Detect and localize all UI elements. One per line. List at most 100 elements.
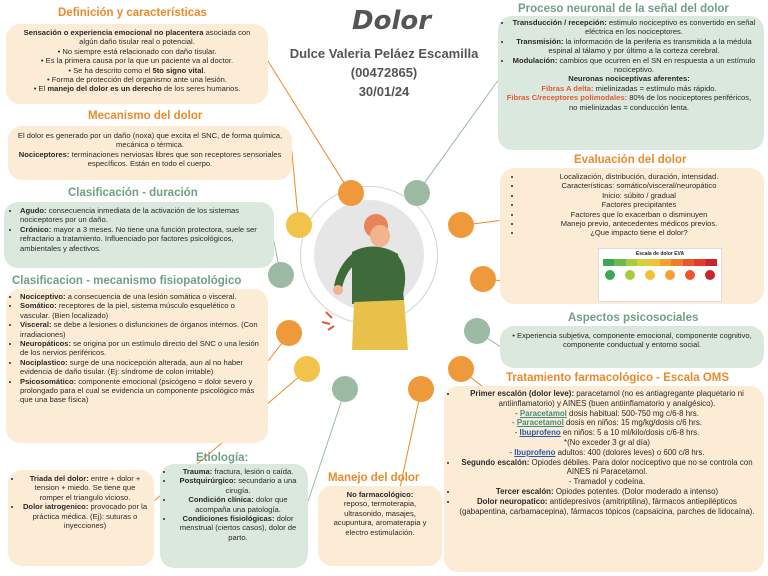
eva-scale-segment <box>682 259 695 266</box>
author-id: (00472865) <box>350 65 418 80</box>
fibras-c: Fibras C/receptores polimodales: 80% de … <box>506 93 752 112</box>
connector-line <box>307 389 346 501</box>
node-dot-orange <box>448 356 474 382</box>
fisiopato-title: Clasificacion - mecanismo fisiopatológic… <box>12 275 242 287</box>
etiologia-item: Condición clínica: dolor que acompaña un… <box>174 495 302 514</box>
node-dot-yellow <box>286 212 312 238</box>
page-title: Dolor <box>352 6 432 36</box>
pain-face-icon <box>625 270 635 280</box>
duracion-title: Clasificación - duración <box>68 187 198 199</box>
eva-scale-segment <box>671 259 683 266</box>
definicion-item: • No siempre está relacionado con daño t… <box>57 46 217 56</box>
evaluacion-item: Inicio: súbito / gradual <box>522 191 756 200</box>
manejo-label: No farmacológico: <box>346 490 414 499</box>
eva-scale-segment <box>625 259 638 266</box>
definicion-title: Definición y características <box>58 7 207 19</box>
fisiopato-item: Visceral: se debe a lesiones o disfuncio… <box>20 320 262 339</box>
nota-dosis: *(No exceder 3 gr al día) <box>564 437 650 447</box>
eva-scale-segment <box>614 259 626 266</box>
node-dot-orange <box>408 376 434 402</box>
evaluacion-item: Manejo previo, antecedentes médicos prev… <box>522 219 756 228</box>
evaluacion-item: Factores precipitantes <box>522 200 756 209</box>
psico-title: Aspectos psicosociales <box>568 312 699 324</box>
nociceptores-text: Nociceptores: terminaciones nerviosas li… <box>18 149 282 169</box>
escalon-1: Primer escalón (dolor leve): paracetamol… <box>458 389 756 458</box>
fisiopato-item: Neuropáticos: se origina por un estímulo… <box>20 339 262 358</box>
dosis-ibuprofeno-adultos: - Ibuprofeno adultos: 400 (dolores leves… <box>509 447 705 457</box>
pain-face-icon <box>645 270 655 280</box>
fisiopato-box: Nociceptivo: a consecuencia de una lesió… <box>6 289 268 443</box>
etiologia-item: Trauma: fractura, lesión o caída. <box>174 467 302 476</box>
fisiopato-item: Nociceptivo: a consecuencia de una lesió… <box>20 292 262 301</box>
etiologia-item: Condiciones fisiológicas: dolor menstrua… <box>174 514 302 542</box>
mecanismo-box: El dolor es generado por un daño (noxa) … <box>8 126 292 180</box>
node-dot-orange <box>470 266 496 292</box>
triada-box: Triada del dolor: entre + dolor + tensio… <box>8 470 154 566</box>
eva-color-bar <box>603 259 718 266</box>
node-dot-green <box>464 318 490 344</box>
duracion-item: Crónico: mayor a 3 meses. No tiene una f… <box>20 225 266 253</box>
node-dot-orange <box>338 180 364 206</box>
definicion-item: • Es la primera causa por la que un paci… <box>40 56 234 66</box>
author-name: Dulce Valeria Peláez Escamilla <box>289 46 479 61</box>
eva-scale: Escala de dolor EVA <box>598 248 722 302</box>
definicion-box: Sensación o experiencia emocional no pla… <box>6 24 268 104</box>
etiologia-item: Postquirúrgico: secundario a una cirugía… <box>174 476 302 495</box>
eva-faces <box>605 270 715 280</box>
proceso-item: Modulación: cambios que ocurren en el SN… <box>512 56 756 75</box>
mecanismo-text: El dolor es generado por un daño (noxa) … <box>17 131 283 150</box>
tratamiento-title: Tratamiento farmacológico - Escala OMS <box>506 372 730 384</box>
definicion-item: • Forma de protección del organismo ante… <box>47 75 227 85</box>
psico-box: • Experiencia subjetiva, componente emoc… <box>500 326 764 368</box>
mecanismo-title: Mecanismo del dolor <box>88 110 203 122</box>
duracion-item: Agudo: consecuencia inmediata de la acti… <box>20 206 266 225</box>
proceso-item: Transmisión: la información de la perife… <box>512 37 756 56</box>
evaluacion-title: Evaluación del dolor <box>574 154 687 166</box>
node-dot-yellow <box>294 356 320 382</box>
evaluacion-box: Localización, distribución, duración, in… <box>500 168 764 304</box>
eva-scale-segment <box>637 259 649 266</box>
etiologia-title: Etiología: <box>196 452 249 464</box>
dosis-paracetamol: - Paracetamol dosis habitual: 500-750 mg… <box>515 408 699 418</box>
node-dot-green <box>268 262 294 288</box>
eva-scale-segment <box>603 259 615 266</box>
definicion-item: • Se ha descrito como el 5to signo vital… <box>68 65 206 75</box>
pain-face-icon <box>705 270 715 280</box>
node-dot-orange <box>276 320 302 346</box>
manejo-title: Manejo del dolor <box>328 472 420 484</box>
node-dot-green <box>404 180 430 206</box>
evaluacion-item: Factores que lo exacerban o disminuyen <box>522 210 756 219</box>
manejo-box: No farmacológico: reposo, termoterapia, … <box>318 486 442 566</box>
eva-scale-segment <box>660 259 672 266</box>
node-dot-green <box>332 376 358 402</box>
person-in-pain-illustration <box>321 214 408 350</box>
node-dot-orange <box>448 212 474 238</box>
fibras-a: Fibras A delta: mielinizadas = estímulo … <box>541 83 717 93</box>
fisiopato-item: Nociplastico: surge de una nocicepción a… <box>20 358 262 377</box>
manejo-text: reposo, termoterapia, ultrasonido, masaj… <box>333 499 427 537</box>
pain-face-icon <box>665 270 675 280</box>
proceso-box: Transducción / recepción: estimulo nocic… <box>498 16 764 150</box>
pain-face-icon <box>685 270 695 280</box>
proceso-subtitle: Neuronas nociceptivas aferentes: <box>568 74 690 84</box>
evaluacion-item: Localización, distribución, duración, in… <box>522 172 756 181</box>
eva-scale-segment <box>705 259 718 266</box>
eva-scale-segment <box>694 259 706 266</box>
escalon-2: Segundo escalón: Opiodes débiles. Para d… <box>458 458 756 487</box>
triada-item: Dolor iatrogenico: provocado por la prác… <box>22 502 148 530</box>
evaluacion-item: Características: somático/visceral/neuro… <box>522 181 756 190</box>
definicion-item: • El manejo del dolor es un derecho de l… <box>33 84 241 94</box>
escalon-3: Tercer escalón: Opiodes potentes. (Dolor… <box>458 487 756 497</box>
definicion-item: Sensación o experiencia emocional no pla… <box>23 28 251 47</box>
pain-face-icon <box>605 270 615 280</box>
fisiopato-item: Somático: receptores de la piel, sistema… <box>20 301 262 320</box>
etiologia-box: Trauma: fractura, lesión o caída. Postqu… <box>160 464 308 568</box>
fisiopato-item: Psicosomático: componente emocional (psi… <box>20 377 262 405</box>
author-block: Dulce Valeria Peláez Escamilla (00472865… <box>268 44 500 101</box>
duracion-box: Agudo: consecuencia inmediata de la acti… <box>4 202 274 268</box>
proceso-title: Proceso neuronal de la señal del dolor <box>518 3 729 15</box>
evaluacion-item: ¿Que impacto tiene el dolor? <box>522 228 756 237</box>
author-date: 30/01/24 <box>358 84 410 99</box>
dosis-paracetamol-ninos: - Paracetamol dosis en niños: 15 mg/kg/d… <box>512 418 702 428</box>
psico-text: • Experiencia subjetiva, componente emoc… <box>512 331 752 350</box>
